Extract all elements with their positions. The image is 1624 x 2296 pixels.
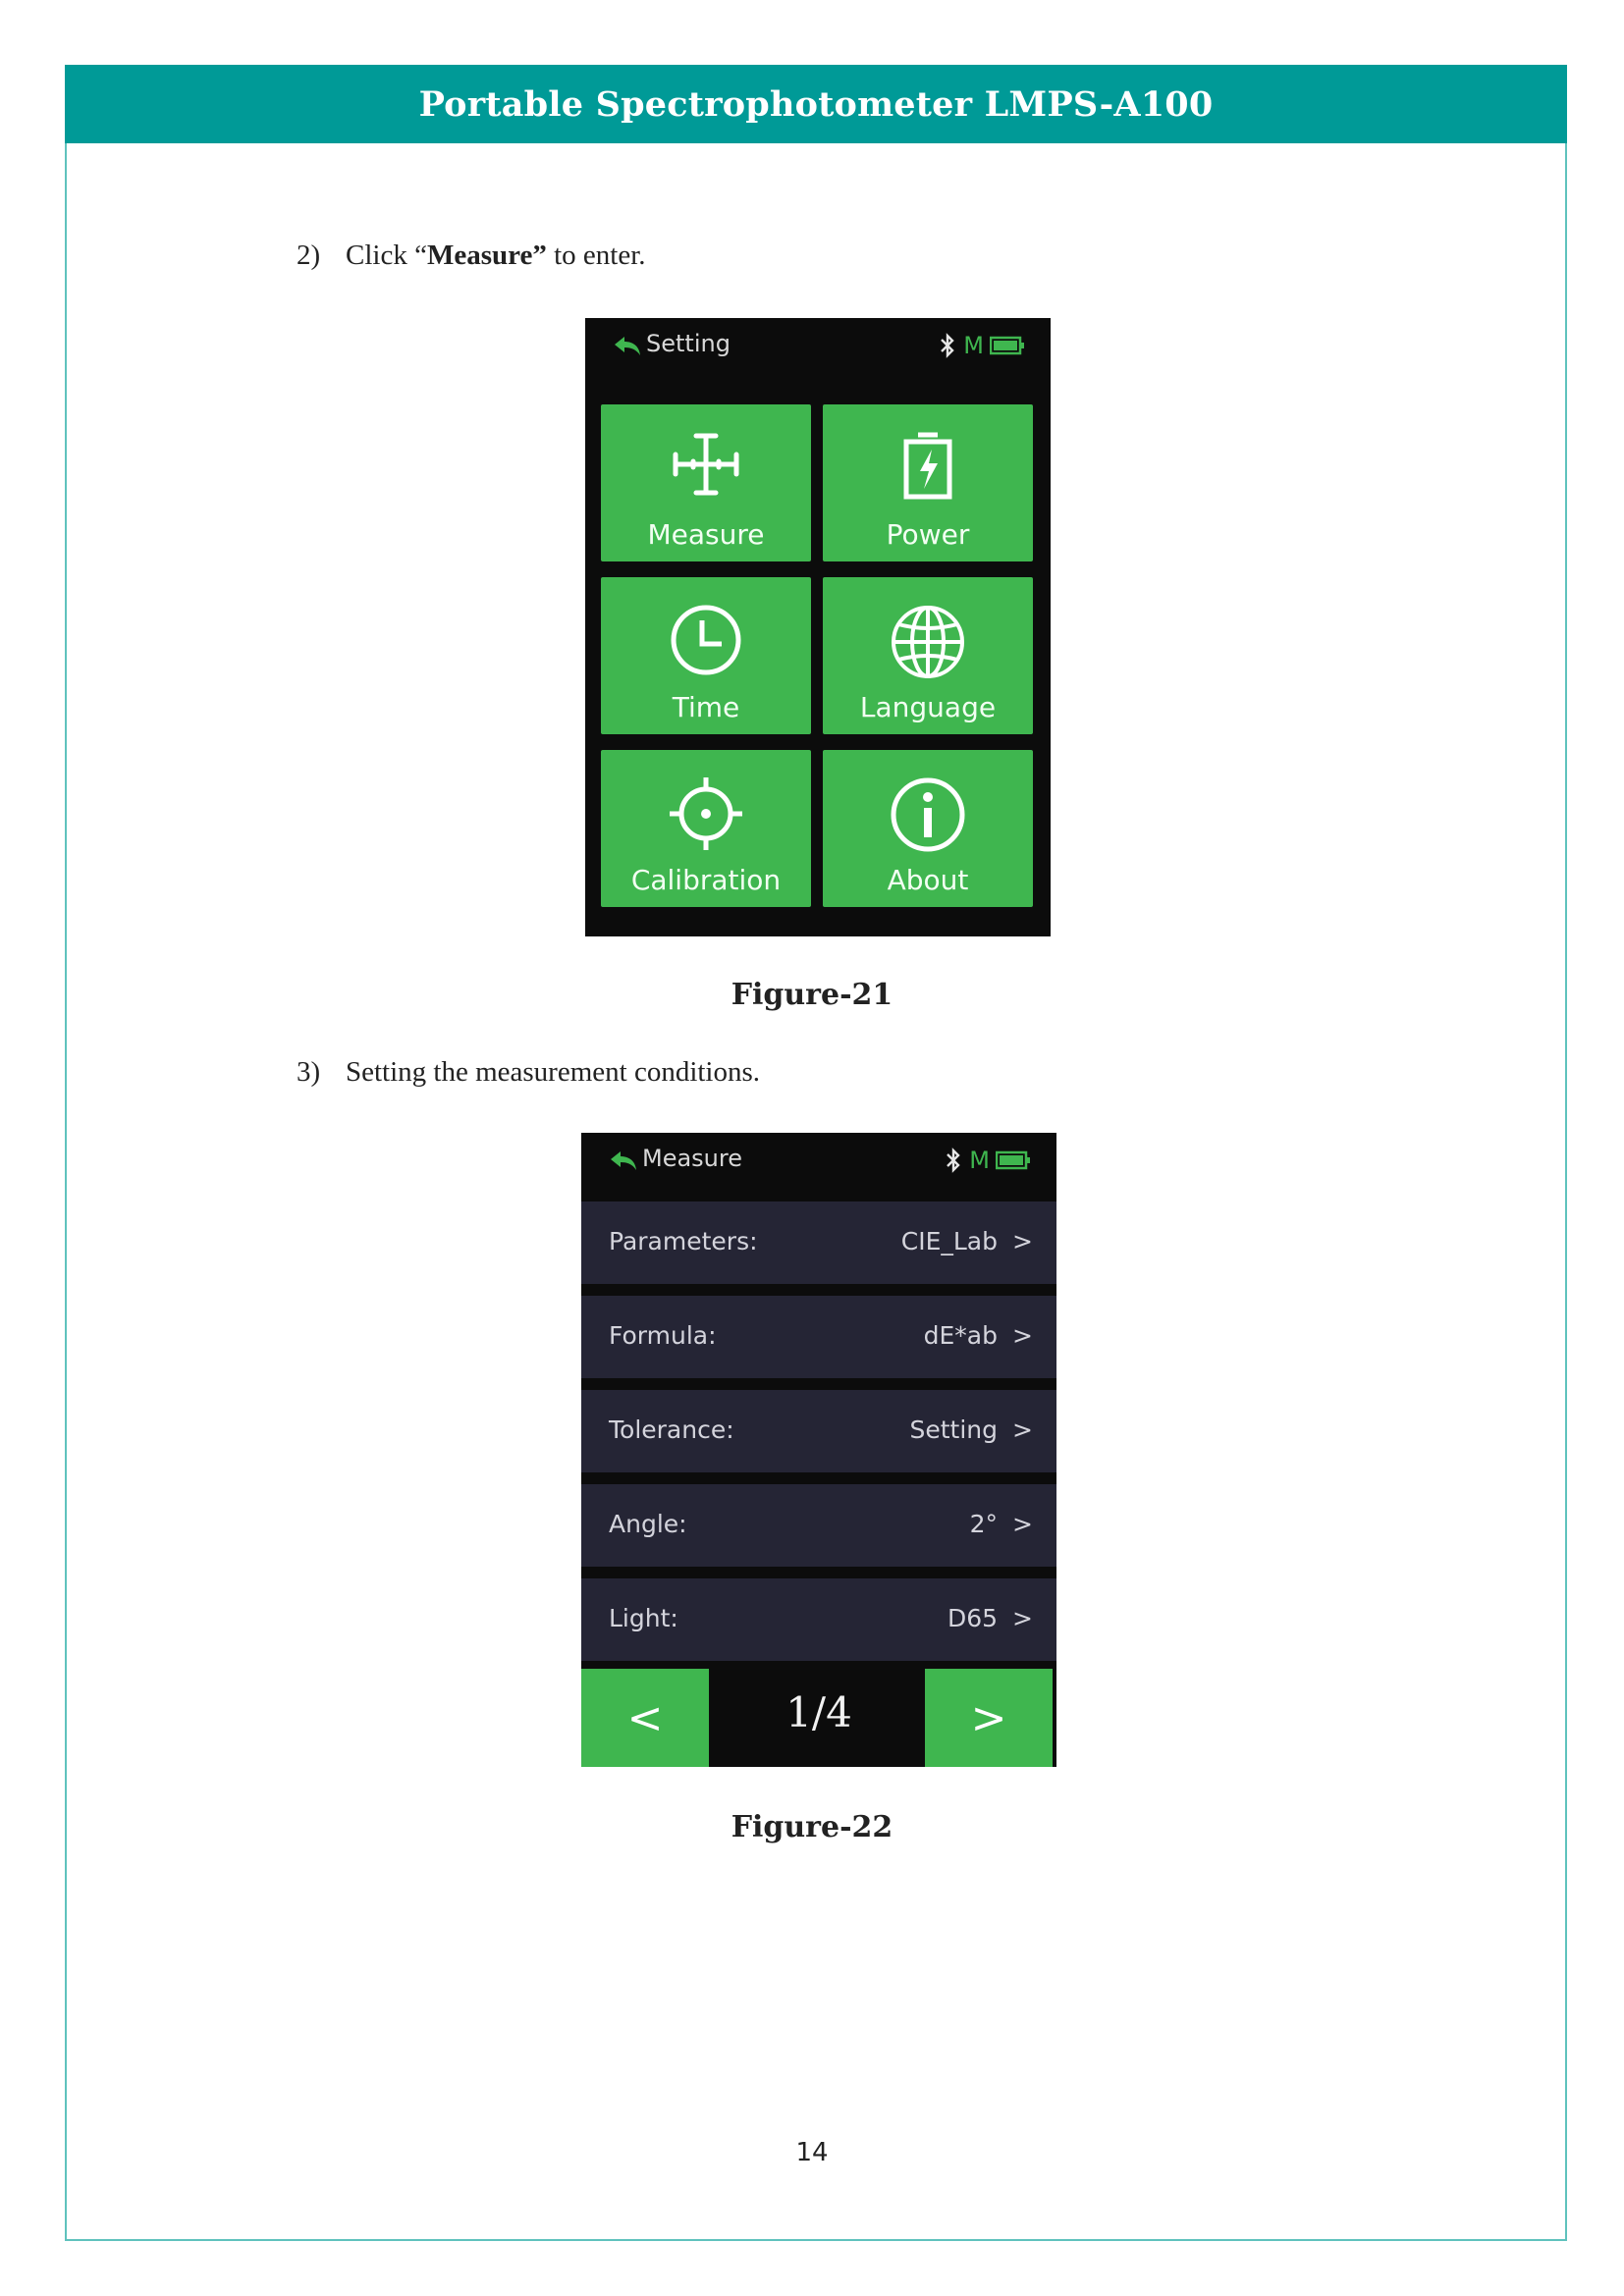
next-page-button[interactable]: > bbox=[925, 1669, 1053, 1767]
battery-icon bbox=[996, 1150, 1030, 1170]
mode-indicator: M bbox=[963, 332, 984, 359]
page-indicator: 1/4 bbox=[785, 1688, 852, 1736]
page-number: 14 bbox=[795, 2138, 829, 2167]
tile-label: Power bbox=[886, 518, 970, 551]
row-label: Angle: bbox=[609, 1510, 687, 1538]
measure-tile[interactable]: Measure bbox=[601, 404, 811, 561]
prev-page-button[interactable]: < bbox=[581, 1669, 709, 1767]
parameters-row[interactable]: Parameters: CIE_Lab > bbox=[581, 1201, 1056, 1284]
chevron-right-icon: > bbox=[1012, 1510, 1033, 1538]
row-value: D65 bbox=[947, 1604, 998, 1632]
step-emphasis: Measure” bbox=[426, 240, 547, 271]
chevron-right-icon: > bbox=[1012, 1415, 1033, 1444]
device-screen-setting: Setting M Measure bbox=[585, 318, 1051, 936]
battery-power-icon bbox=[903, 432, 952, 500]
battery-icon bbox=[990, 336, 1024, 355]
row-value: 2° bbox=[969, 1510, 998, 1538]
step-2-text: 2)Click “Measure” to enter. bbox=[297, 240, 646, 271]
chevron-right-icon: > bbox=[1012, 1604, 1033, 1632]
status-bar: Measure M bbox=[581, 1133, 1056, 1188]
tolerance-row[interactable]: Tolerance: Setting > bbox=[581, 1390, 1056, 1472]
tile-label: Calibration bbox=[630, 864, 782, 896]
crosshair-measure-icon bbox=[673, 433, 739, 496]
document-title: Portable Spectrophotometer LMPS-A100 bbox=[418, 83, 1214, 125]
info-icon bbox=[891, 777, 965, 852]
device-screen-measure: Measure M Parameters: CIE_Lab > Formula:… bbox=[581, 1133, 1056, 1767]
target-icon bbox=[670, 777, 742, 850]
language-tile[interactable]: Language bbox=[823, 577, 1033, 734]
power-tile[interactable]: Power bbox=[823, 404, 1033, 561]
angle-row[interactable]: Angle: 2° > bbox=[581, 1484, 1056, 1567]
step-3-text: 3)Setting the measurement conditions. bbox=[297, 1056, 761, 1088]
row-value: dE*ab bbox=[923, 1321, 998, 1350]
formula-row[interactable]: Formula: dE*ab > bbox=[581, 1296, 1056, 1378]
clock-icon bbox=[671, 605, 741, 675]
about-tile[interactable]: About bbox=[823, 750, 1033, 907]
screen-title: Measure bbox=[642, 1145, 742, 1172]
light-row[interactable]: Light: D65 > bbox=[581, 1578, 1056, 1661]
figure-22-caption: Figure-22 bbox=[731, 1810, 893, 1844]
chevron-right-icon: > bbox=[1012, 1227, 1033, 1255]
row-label: Parameters: bbox=[609, 1227, 758, 1255]
row-label: Light: bbox=[609, 1604, 678, 1632]
row-value: CIE_Lab bbox=[900, 1227, 998, 1255]
row-label: Tolerance: bbox=[609, 1415, 734, 1444]
row-value: Setting bbox=[909, 1415, 998, 1444]
back-arrow-icon[interactable] bbox=[613, 334, 642, 359]
bluetooth-icon bbox=[941, 333, 954, 358]
tile-label: Time bbox=[672, 691, 740, 723]
globe-icon bbox=[892, 606, 964, 678]
time-tile[interactable]: Time bbox=[601, 577, 811, 734]
tile-label: Measure bbox=[647, 518, 765, 551]
step-number: 3) bbox=[297, 1056, 321, 1088]
row-label: Formula: bbox=[609, 1321, 717, 1350]
status-bar: Setting M bbox=[585, 318, 1051, 373]
mode-indicator: M bbox=[969, 1147, 990, 1174]
bluetooth-icon bbox=[947, 1148, 960, 1173]
tile-label: Language bbox=[859, 691, 997, 723]
screen-title: Setting bbox=[646, 330, 731, 357]
back-arrow-icon[interactable] bbox=[609, 1148, 638, 1174]
figure-21-caption: Figure-21 bbox=[731, 978, 893, 1012]
calibration-tile[interactable]: Calibration bbox=[601, 750, 811, 907]
chevron-right-icon: > bbox=[1012, 1321, 1033, 1350]
document-header: Portable Spectrophotometer LMPS-A100 bbox=[65, 65, 1567, 143]
tile-label: About bbox=[887, 864, 969, 896]
step-number: 2) bbox=[297, 240, 321, 271]
